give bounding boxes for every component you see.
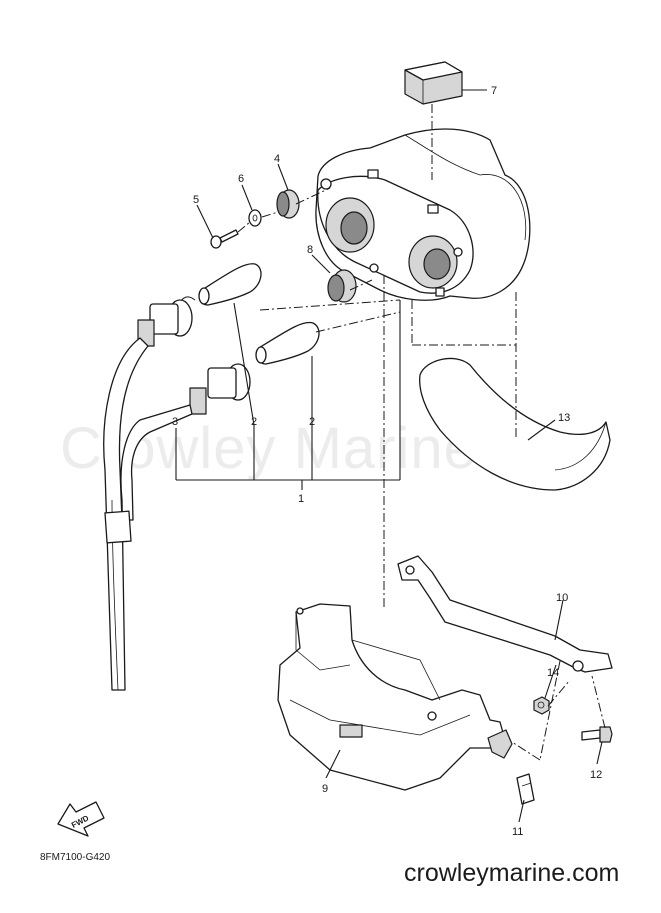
part-5-screw: [210, 229, 239, 249]
part-2-bulb-lower: [255, 321, 320, 365]
callout-7: 7: [491, 85, 497, 97]
part-9-lower-bracket: [277, 603, 513, 791]
site-watermark: crowleymarine.com: [404, 859, 619, 887]
part-8-grommet: [327, 269, 357, 303]
part-10-bracket: [397, 555, 613, 673]
callout-8: 8: [307, 244, 313, 256]
callout-12: 12: [590, 769, 602, 781]
part-12-bolt: [581, 726, 613, 743]
drawing-code: 8FM7100-G420: [40, 852, 110, 863]
callout-5: 5: [193, 194, 199, 206]
callouts: 7 4 6 5 8 3 2 2 1 13 10 14 12 9 11: [172, 85, 602, 838]
part-13-lens: [419, 357, 611, 491]
callout-14: 14: [547, 667, 559, 679]
lamp-housing: [315, 128, 531, 301]
callout-10: 10: [556, 592, 568, 604]
callout-4: 4: [274, 153, 280, 165]
callout-11: 11: [512, 826, 523, 838]
part-3-socket-harness: [103, 296, 251, 691]
part-2-bulb-upper: [198, 263, 262, 306]
part-14-nut: [533, 696, 550, 715]
callout-1: 1: [298, 493, 304, 505]
part-7-block: [404, 61, 463, 105]
callout-13: 13: [558, 412, 570, 424]
part-4-grommet: [276, 189, 300, 219]
part-11-clip: [516, 773, 535, 805]
callout-3: 3: [172, 416, 178, 428]
fwd-arrow-icon: FWD: [57, 801, 105, 837]
callout-2-left: 2: [251, 416, 257, 428]
callout-6: 6: [238, 173, 244, 185]
leader-lines: [175, 89, 603, 823]
callout-9: 9: [322, 783, 328, 795]
assembly-lines: [237, 104, 606, 761]
part-6-washer: [248, 209, 262, 227]
callout-2-right: 2: [309, 416, 315, 428]
